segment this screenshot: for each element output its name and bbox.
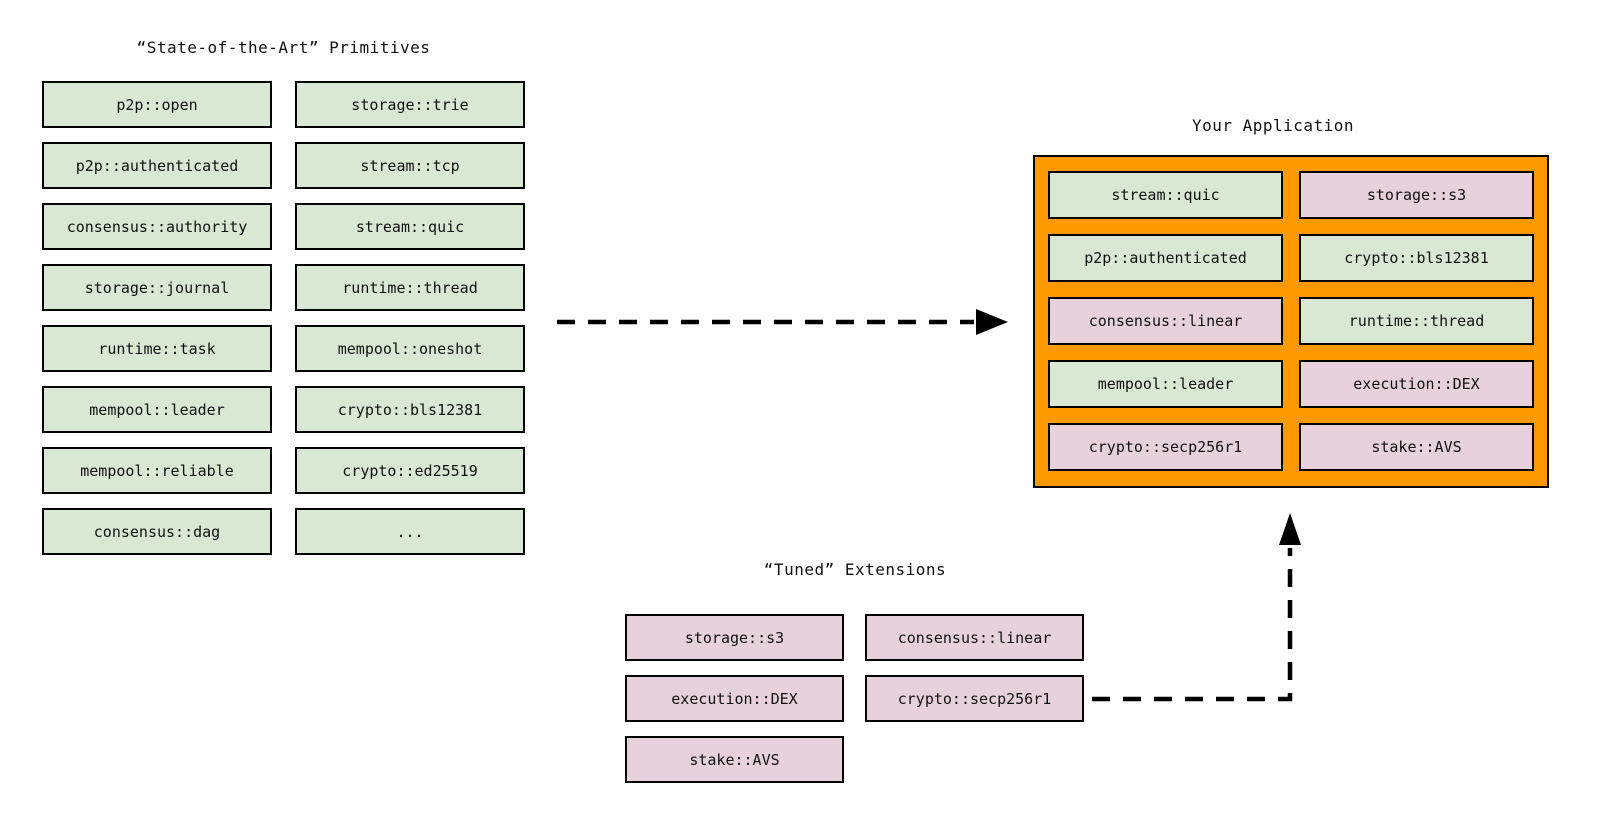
ext-box-storage-s3: storage::s3 [625,614,844,661]
primitive-box-consensus-authority: consensus::authority [42,203,272,250]
app-box-mempool-leader: mempool::leader [1048,360,1283,408]
ext-box-execution-dex: execution::DEX [625,675,844,722]
primitive-box-stream-tcp: stream::tcp [295,142,525,189]
ext-box-crypto-secp256r1: crypto::secp256r1 [865,675,1084,722]
primitive-box-storage-trie: storage::trie [295,81,525,128]
primitive-box-crypto-bls12381: crypto::bls12381 [295,386,525,433]
primitives-to-application-arrow [557,309,1008,335]
extensions-title: “Tuned” Extensions [763,560,947,579]
primitive-box-mempool-reliable: mempool::reliable [42,447,272,494]
extensions-section: storage::s3 consensus::linear execution:… [625,614,1084,783]
primitive-box-consensus-dag: consensus::dag [42,508,272,555]
app-box-crypto-bls12381: crypto::bls12381 [1299,234,1534,282]
app-box-crypto-secp256r1: crypto::secp256r1 [1048,423,1283,471]
primitive-box-p2p-open: p2p::open [42,81,272,128]
primitive-box-runtime-thread: runtime::thread [295,264,525,311]
app-box-p2p-authenticated: p2p::authenticated [1048,234,1283,282]
primitives-section: p2p::open storage::trie p2p::authenticat… [42,81,525,555]
primitive-box-mempool-leader: mempool::leader [42,386,272,433]
primitive-box-stream-quic: stream::quic [295,203,525,250]
primitive-box-storage-journal: storage::journal [42,264,272,311]
app-box-storage-s3: storage::s3 [1299,171,1534,219]
primitive-box-ellipsis: ... [295,508,525,555]
application-grid: stream::quic storage::s3 p2p::authentica… [1048,171,1534,471]
arrowhead-up-icon [1279,513,1301,545]
application-frame: stream::quic storage::s3 p2p::authentica… [1033,155,1549,488]
primitives-title: “State-of-the-Art” Primitives [136,38,431,57]
ext-box-consensus-linear: consensus::linear [865,614,1084,661]
arrowhead-right-icon [976,309,1008,335]
primitive-box-p2p-authenticated: p2p::authenticated [42,142,272,189]
ext-box-stake-avs: stake::AVS [625,736,844,783]
application-title: Your Application [1191,116,1355,135]
app-box-stake-avs: stake::AVS [1299,423,1534,471]
primitive-box-crypto-ed25519: crypto::ed25519 [295,447,525,494]
app-box-runtime-thread: runtime::thread [1299,297,1534,345]
extensions-to-application-arrow [1092,513,1301,702]
primitive-box-mempool-oneshot: mempool::oneshot [295,325,525,372]
app-box-stream-quic: stream::quic [1048,171,1283,219]
app-box-consensus-linear: consensus::linear [1048,297,1283,345]
primitive-box-runtime-task: runtime::task [42,325,272,372]
app-box-execution-dex: execution::DEX [1299,360,1534,408]
